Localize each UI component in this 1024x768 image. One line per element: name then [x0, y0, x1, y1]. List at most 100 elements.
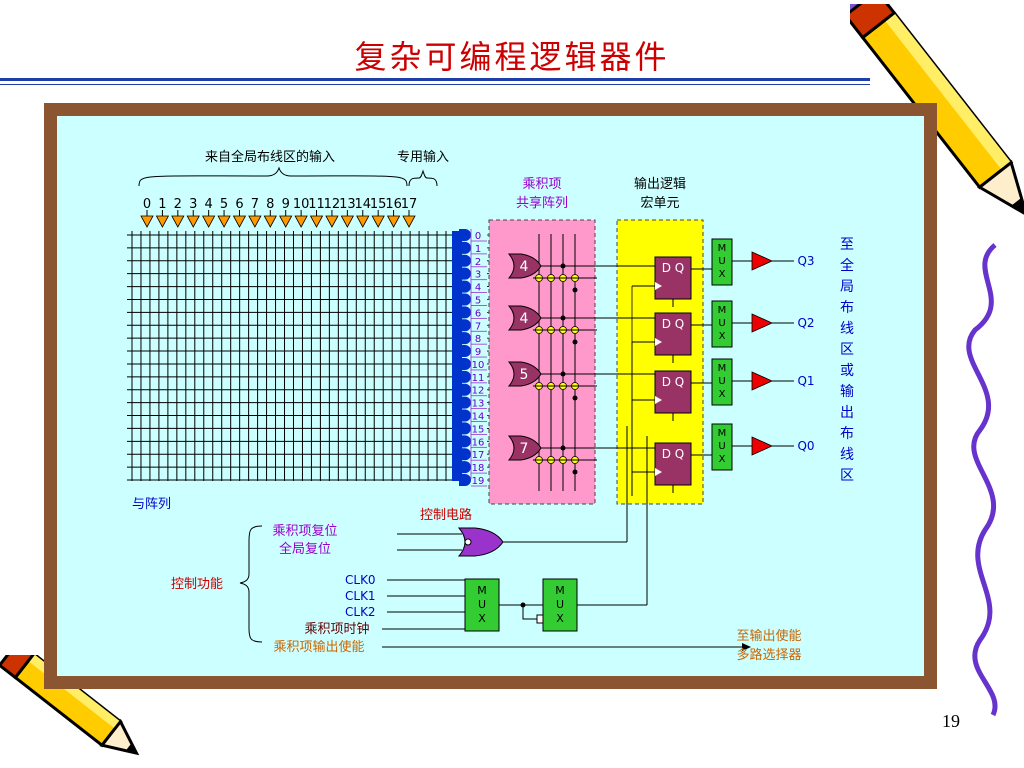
input-buffer [186, 215, 200, 228]
d-flipflop-label: D Q [662, 317, 685, 331]
product-term-oe-label: 乘积项输出使能 [273, 639, 364, 655]
vertical-label-char: 线 [840, 321, 854, 337]
input-buffer [217, 215, 231, 228]
or-gate [507, 253, 542, 279]
product-term-reset-label: 乘积项复位 [272, 524, 337, 539]
or-gate [507, 305, 542, 331]
global-inputs-brace [138, 166, 408, 187]
input-buffer [171, 215, 185, 228]
input-number: 6 [235, 197, 243, 212]
input-number: 14 [354, 197, 371, 212]
input-number: 8 [266, 197, 274, 212]
product-term-number: 8 [475, 334, 481, 345]
input-buffer [279, 215, 293, 228]
product-term-number: 17 [472, 450, 485, 461]
input-number: 9 [282, 197, 290, 212]
d-flipflop-label: D Q [662, 261, 685, 275]
vertical-label-char: 布 [840, 300, 854, 316]
or-gate-input-count: 4 [520, 311, 529, 327]
mux-letter: X [719, 454, 726, 465]
and-gate [459, 474, 471, 486]
input-number: 11 [308, 197, 325, 212]
vertical-label-char: 至 [840, 237, 854, 253]
decorative-squiggle [966, 243, 998, 717]
mux-letter: M [718, 363, 727, 374]
output-mux [711, 423, 733, 471]
product-term-number: 11 [472, 373, 485, 384]
page-number: 19 [942, 711, 960, 731]
to-oe-mux-line1: 至输出使能 [736, 628, 801, 644]
or-gate [507, 361, 542, 387]
or-gate-input-count: 4 [520, 259, 529, 275]
control-circuit-label: 控制电路 [420, 507, 472, 523]
junction-node [560, 445, 566, 451]
and-gate [459, 370, 471, 383]
product-term-number: 10 [472, 360, 485, 371]
and-gate [459, 267, 471, 280]
and-bus-bar [452, 231, 462, 481]
input-buffer [155, 215, 170, 228]
input-number: 17 [401, 197, 418, 212]
input-number: 2 [174, 197, 182, 212]
junction-node [560, 315, 566, 321]
d-flipflop [654, 370, 692, 414]
title-underline-thin [0, 84, 870, 85]
clock-input-marker [655, 396, 662, 404]
vertical-label-char: 局 [840, 279, 854, 295]
mux-letter: U [718, 318, 725, 329]
d-flipflop-label: D Q [662, 375, 685, 389]
global-reset-label: 全局复位 [279, 541, 331, 557]
vertical-label-char: 区 [840, 342, 854, 358]
or-gate-input-count: 5 [520, 367, 529, 383]
and-gate [459, 241, 471, 254]
product-term-number: 9 [475, 347, 481, 358]
input-buffer [201, 215, 216, 228]
clock-input-marker [655, 338, 662, 346]
and-gate [459, 396, 471, 409]
product-term-number: 3 [475, 270, 481, 281]
and-gate-bus [452, 229, 471, 486]
slide-title: 复杂可编程逻辑器件 [354, 38, 670, 76]
input-buffer [309, 215, 324, 228]
clock-input-marker [655, 468, 662, 476]
product-term-number: 6 [475, 308, 481, 319]
sharing-array-label-line1: 乘积项 [522, 177, 561, 192]
input-buffer-row [140, 210, 416, 228]
and-gate [459, 229, 471, 241]
and-gate [459, 435, 471, 448]
input-number: 16 [385, 197, 402, 212]
clock-input-label: CLK0 [345, 573, 376, 587]
clock-mux-1 [464, 578, 500, 632]
clock-mux-1-label-x: X [478, 612, 486, 625]
clock-mux-1-label-u: U [478, 598, 486, 611]
d-flipflop [654, 256, 692, 300]
title-underline [0, 78, 870, 81]
product-term-number: 19 [472, 476, 485, 487]
vertical-label-char: 布 [840, 426, 854, 442]
input-number: 7 [251, 197, 259, 212]
product-term-number: 5 [475, 295, 481, 306]
input-number: 0 [143, 197, 151, 212]
junction-node [560, 371, 566, 377]
mux-letter: X [719, 389, 726, 400]
vertical-label-char: 全 [840, 257, 854, 274]
and-array-label: 与阵列 [132, 497, 171, 512]
input-buffer [248, 215, 262, 228]
mux-letter: U [718, 256, 725, 267]
input-buffer [294, 215, 308, 228]
mux-link-invert-box [536, 614, 544, 624]
and-gate [459, 409, 471, 422]
mux-letter: X [719, 269, 726, 280]
mux-letter: X [719, 331, 726, 342]
and-gate [459, 254, 471, 267]
mux-letter: M [718, 305, 727, 316]
clock-mux-2-label: M [555, 584, 565, 597]
to-oe-mux-line2: 多路选择器 [736, 647, 801, 663]
product-term-clock-label: 乘积项时钟 [304, 621, 369, 637]
and-gate [459, 319, 471, 332]
product-term-number: 2 [475, 257, 481, 268]
and-gate [459, 383, 471, 396]
d-flipflop-label: D Q [662, 447, 685, 461]
mux-letter: M [718, 428, 727, 439]
